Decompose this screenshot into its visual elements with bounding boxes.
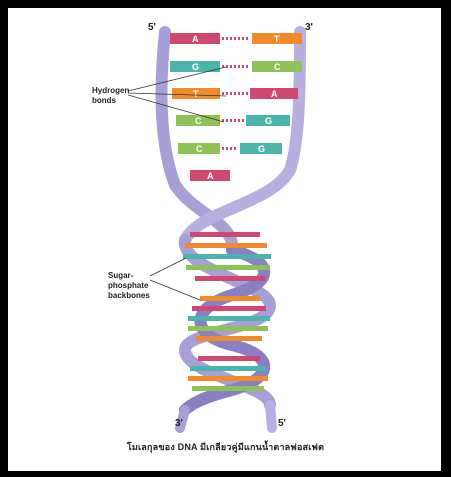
base-right-label: C [274, 62, 281, 72]
label-3prime-top: 3' [305, 22, 313, 33]
base-left-label: C [195, 116, 202, 126]
base-right-label: G [265, 116, 272, 126]
hydrogen-label-line1: Hydrogen [92, 86, 129, 95]
base-left-label: A [192, 34, 199, 44]
backbone-right-bottom [270, 405, 272, 428]
base-pairs: ATGCTACGCGA [170, 33, 302, 181]
base-pair: A [190, 170, 230, 181]
backbones-callout: Sugar- phosphate backbones [108, 258, 200, 300]
caption: โมเลกุลของ DNA มีเกลียวคู่มีแกนน้ำตาลฟอส… [0, 440, 451, 454]
base-left-label: A [207, 171, 214, 181]
base-right-label: G [258, 144, 265, 154]
label-5prime-bottom: 5' [278, 418, 286, 429]
label-5prime-top: 5' [148, 22, 156, 33]
base-left-label: C [196, 144, 203, 154]
hydrogen-label-line2: bonds [92, 96, 117, 105]
base-right-label: T [274, 34, 280, 44]
helix-rungs [183, 232, 271, 391]
base-pair: GC [170, 61, 302, 72]
base-pair: TA [172, 88, 298, 99]
base-pair: CG [176, 115, 290, 126]
backbones-label-line2: phosphate [108, 281, 149, 290]
base-pair: AT [170, 33, 302, 44]
base-right-label: A [271, 89, 278, 99]
backbones-label-line1: Sugar- [108, 271, 134, 280]
label-3prime-bottom: 3' [175, 418, 183, 429]
backbones-label-line3: backbones [108, 291, 150, 300]
base-left-label: T [193, 89, 199, 99]
base-left-label: G [192, 62, 199, 72]
base-pair: CG [178, 143, 282, 154]
